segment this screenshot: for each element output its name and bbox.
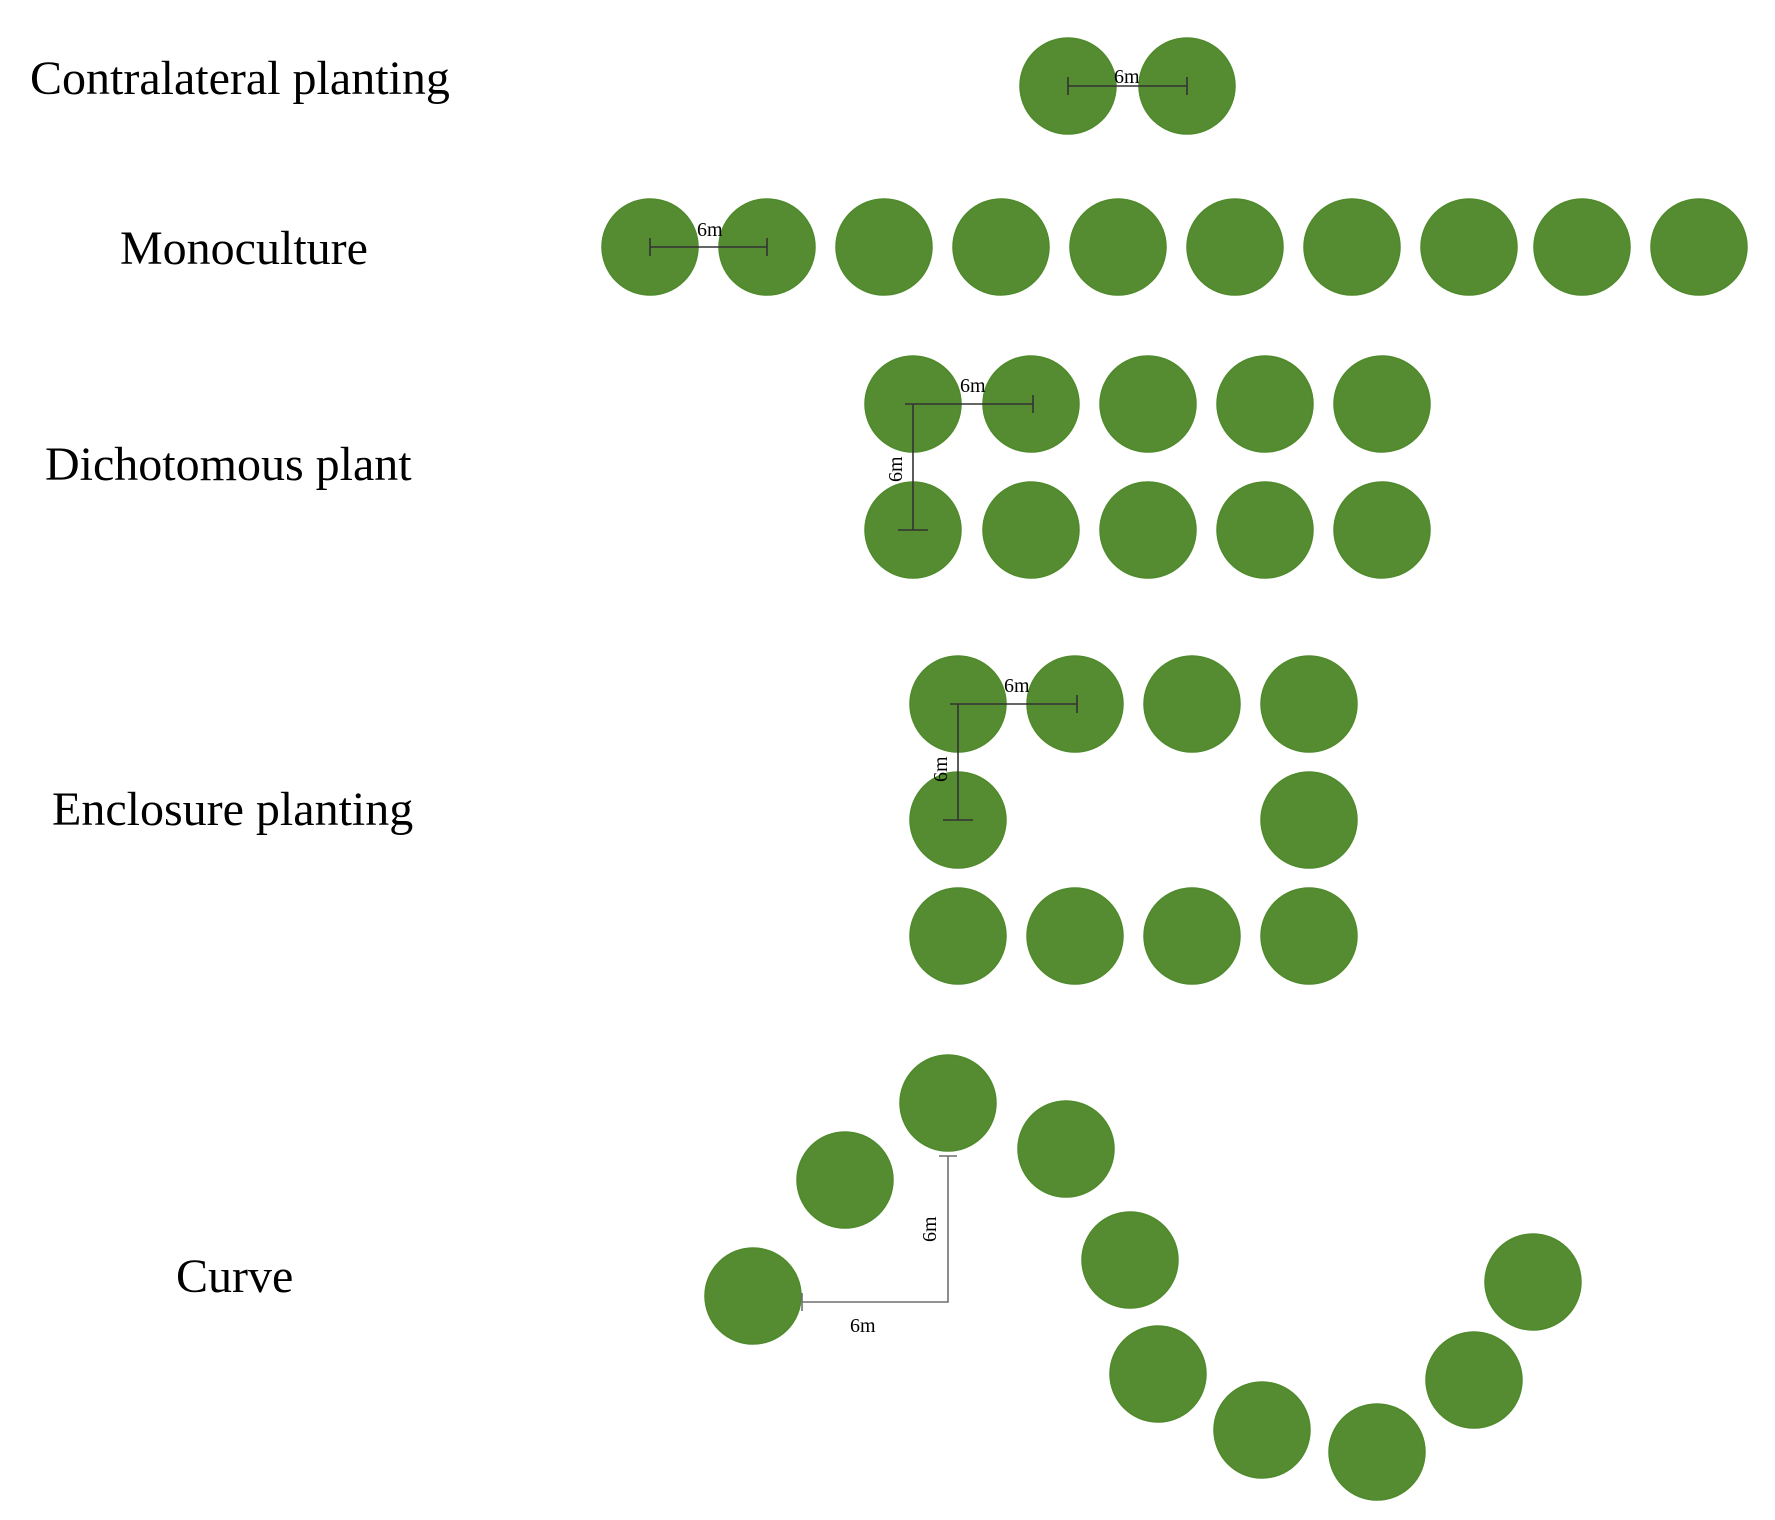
tree-monoculture-7	[1303, 198, 1401, 296]
tree-enclosure-9	[1143, 887, 1241, 985]
tree-monoculture-9	[1533, 198, 1631, 296]
dimension-contralateral: 6m	[1067, 66, 1188, 95]
tree-dichotomous-3	[1099, 355, 1197, 453]
label-enclosure: Enclosure planting	[52, 783, 413, 836]
dimension-label-monoculture: 6m	[697, 219, 723, 241]
dimension-label-curve-v: 6m	[919, 1216, 941, 1242]
tree-dichotomous-4	[1216, 355, 1314, 453]
tree-dichotomous-7	[982, 481, 1080, 579]
dimension-label-enclosure-v: 6m	[930, 756, 952, 782]
tree-monoculture-8	[1420, 198, 1518, 296]
dimension-label-contralateral: 6m	[1114, 66, 1140, 88]
trees-curve	[704, 1054, 1582, 1501]
dimension-label-dichotomous-h: 6m	[960, 375, 986, 397]
tree-curve-6	[1109, 1325, 1207, 1423]
tree-curve-4	[1017, 1100, 1115, 1198]
label-dichotomous: Dichotomous plant	[45, 438, 412, 491]
tree-monoculture-6	[1186, 198, 1284, 296]
tree-curve-3	[899, 1054, 997, 1152]
dimension-dichotomous: 6m 6m	[885, 375, 1034, 531]
trees-monoculture	[601, 198, 1748, 296]
dimension-label-curve-h: 6m	[850, 1315, 876, 1337]
dimension-monoculture: 6m	[649, 219, 768, 256]
tree-curve-1	[704, 1247, 802, 1345]
label-monoculture: Monoculture	[120, 222, 368, 275]
tree-enclosure-10	[1260, 887, 1358, 985]
tree-curve-10	[1484, 1233, 1582, 1331]
tree-enclosure-3	[1143, 655, 1241, 753]
tree-dichotomous-9	[1216, 481, 1314, 579]
tree-curve-8	[1328, 1403, 1426, 1501]
label-contralateral: Contralateral planting	[30, 52, 450, 105]
tree-curve-9	[1425, 1331, 1523, 1429]
tree-monoculture-3	[835, 198, 933, 296]
dimension-enclosure: 6m 6m	[930, 675, 1078, 821]
tree-dichotomous-8	[1099, 481, 1197, 579]
dimension-label-dichotomous-v: 6m	[885, 456, 907, 482]
dimension-label-enclosure-h: 6m	[1004, 675, 1030, 697]
trees-enclosure	[909, 655, 1358, 985]
tree-dichotomous-10	[1333, 481, 1431, 579]
tree-enclosure-4	[1260, 655, 1358, 753]
tree-enclosure-6	[1260, 771, 1358, 869]
tree-enclosure-8	[1026, 887, 1124, 985]
tree-curve-2	[796, 1131, 894, 1229]
trees-dichotomous	[864, 355, 1431, 579]
tree-monoculture-4	[952, 198, 1050, 296]
tree-enclosure-7	[909, 887, 1007, 985]
tree-curve-7	[1213, 1381, 1311, 1479]
dimension-curve: 6m 6m	[801, 1155, 957, 1337]
tree-monoculture-5	[1069, 198, 1167, 296]
tree-dichotomous-5	[1333, 355, 1431, 453]
tree-curve-5	[1081, 1211, 1179, 1309]
tree-monoculture-10	[1650, 198, 1748, 296]
label-curve: Curve	[176, 1250, 293, 1303]
